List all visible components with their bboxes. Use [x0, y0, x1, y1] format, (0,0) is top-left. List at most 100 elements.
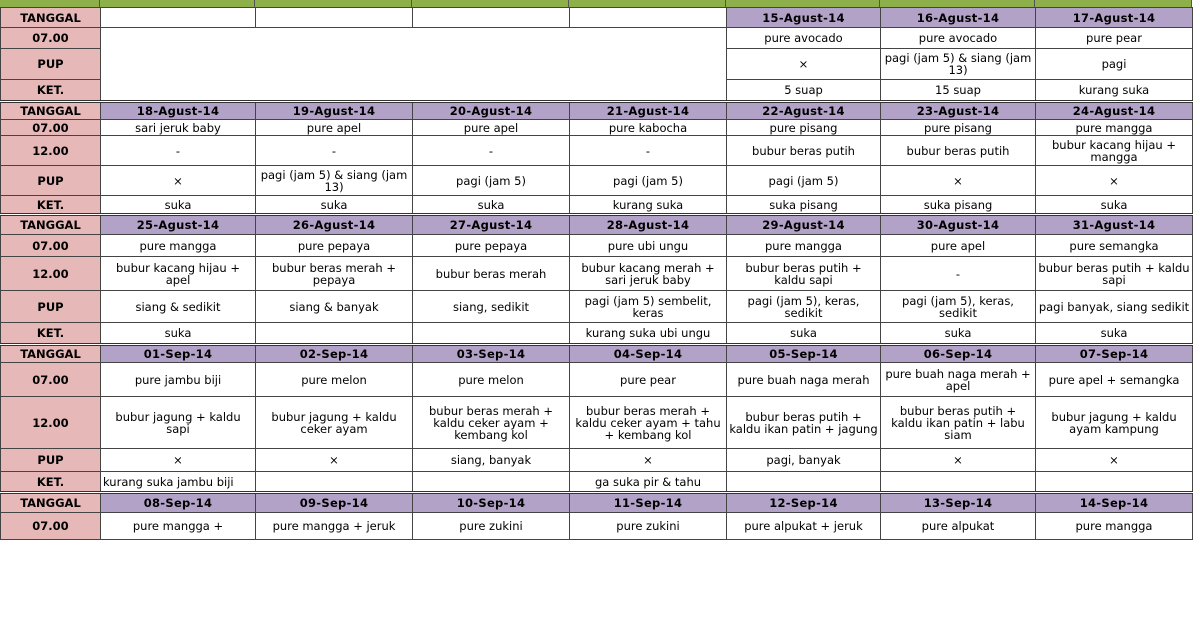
cell-t07[interactable]: pure pear	[1035, 27, 1193, 49]
date-header[interactable]: 30-Agust-14	[880, 213, 1036, 235]
cell-t07[interactable]: pure avocado	[726, 27, 881, 49]
cell-pup[interactable]: ×	[880, 448, 1036, 472]
cell-pup[interactable]: siang & banyak	[255, 290, 413, 323]
row-label-date[interactable]: TANGGAL	[0, 100, 101, 120]
cell-t07[interactable]: sari jeruk baby	[100, 119, 256, 136]
date-header[interactable]: 29-Agust-14	[726, 213, 881, 235]
cell-ket[interactable]: suka pisang	[880, 195, 1036, 215]
cell-t07[interactable]: pure pisang	[726, 119, 881, 136]
date-header[interactable]	[412, 7, 570, 28]
cell-t07[interactable]: pure zukini	[412, 512, 570, 540]
cell-pup[interactable]: pagi (jam 5), keras, sedikit	[726, 290, 881, 323]
date-header[interactable]: 01-Sep-14	[100, 343, 256, 363]
row-label-t07[interactable]: 07.00	[0, 234, 101, 257]
row-label-date[interactable]: TANGGAL	[0, 343, 101, 363]
date-header[interactable]: 11-Sep-14	[569, 491, 727, 513]
cell-t12[interactable]: bubur beras putih + kaldu ikan patin + j…	[726, 396, 881, 449]
cell-pup[interactable]: siang, banyak	[412, 448, 570, 472]
cell-t12[interactable]: bubur beras merah + kaldu ceker ayam + t…	[569, 396, 727, 449]
cell-t12[interactable]: bubur beras putih	[726, 135, 881, 166]
cell-t12[interactable]: bubur beras putih + kaldu sapi	[1035, 256, 1193, 291]
cell-t12[interactable]: bubur beras putih + kaldu ikan patin + l…	[880, 396, 1036, 449]
cell-t07[interactable]: pure mangga	[1035, 119, 1193, 136]
cell-t12[interactable]: bubur beras merah + kaldu ceker ayam + k…	[412, 396, 570, 449]
date-header[interactable]: 25-Agust-14	[100, 213, 256, 235]
cell-t07[interactable]: pure apel	[255, 119, 413, 136]
cell-pup[interactable]: ×	[726, 48, 881, 80]
cell-ket[interactable]: kurang suka ubi ungu	[569, 322, 727, 345]
row-label-t12[interactable]: 12.00	[0, 396, 101, 449]
cell-ket[interactable]: suka pisang	[726, 195, 881, 215]
cell-t07[interactable]: pure alpukat + jeruk	[726, 512, 881, 540]
cell-pup[interactable]: pagi, banyak	[726, 448, 881, 472]
cell-t12[interactable]: -	[412, 135, 570, 166]
date-header[interactable]: 31-Agust-14	[1035, 213, 1193, 235]
cell-pup[interactable]: ×	[100, 448, 256, 472]
date-header[interactable]	[569, 7, 727, 28]
date-header[interactable]: 13-Sep-14	[880, 491, 1036, 513]
cell-ket[interactable]	[1035, 471, 1193, 493]
cell-t07[interactable]: pure melon	[412, 362, 570, 397]
cell-t07[interactable]: pure mangga + jeruk	[255, 512, 413, 540]
cell-pup[interactable]: siang & sedikit	[100, 290, 256, 323]
cell-t12[interactable]: bubur jagung + kaldu sapi	[100, 396, 256, 449]
row-label-t07[interactable]: 07.00	[0, 119, 101, 136]
cell-pup[interactable]: ×	[880, 165, 1036, 196]
cell-pup[interactable]: pagi banyak, siang sedikit	[1035, 290, 1193, 323]
row-label-t07[interactable]: 07.00	[0, 362, 101, 397]
cell-ket[interactable]: suka	[1035, 195, 1193, 215]
date-header[interactable]: 18-Agust-14	[100, 100, 256, 120]
cell-t12[interactable]: bubur beras putih + kaldu sapi	[726, 256, 881, 291]
cell-t07[interactable]: pure mangga	[726, 234, 881, 257]
date-header[interactable]: 19-Agust-14	[255, 100, 413, 120]
cell-ket[interactable]: suka	[100, 195, 256, 215]
date-header[interactable]: 23-Agust-14	[880, 100, 1036, 120]
cell-t12[interactable]: bubur kacang merah + sari jeruk baby	[569, 256, 727, 291]
row-label-ket[interactable]: KET.	[0, 79, 101, 102]
cell-t07[interactable]: pure alpukat	[880, 512, 1036, 540]
date-header[interactable]: 28-Agust-14	[569, 213, 727, 235]
cell-ket[interactable]: suka	[412, 195, 570, 215]
row-label-pup[interactable]: PUP	[0, 290, 101, 323]
cell-t07[interactable]: pure pepaya	[255, 234, 413, 257]
cell-t12[interactable]: bubur beras merah	[412, 256, 570, 291]
cell-ket[interactable]: 15 suap	[880, 79, 1036, 102]
cell-t07[interactable]: pure buah naga merah + apel	[880, 362, 1036, 397]
date-header[interactable]: 27-Agust-14	[412, 213, 570, 235]
cell-t12[interactable]: bubur jagung + kaldu ceker ayam	[255, 396, 413, 449]
cell-ket[interactable]: kurang suka jambu biji	[100, 471, 256, 493]
row-label-date[interactable]: TANGGAL	[0, 213, 101, 235]
date-header[interactable]: 14-Sep-14	[1035, 491, 1193, 513]
cell-pup[interactable]: ×	[569, 448, 727, 472]
date-header[interactable]: 04-Sep-14	[569, 343, 727, 363]
cell-ket[interactable]: kurang suka	[1035, 79, 1193, 102]
date-header[interactable]: 09-Sep-14	[255, 491, 413, 513]
date-header[interactable]: 26-Agust-14	[255, 213, 413, 235]
cell-pup[interactable]: pagi	[1035, 48, 1193, 80]
date-header[interactable]: 08-Sep-14	[100, 491, 256, 513]
cell-t07[interactable]: pure buah naga merah	[726, 362, 881, 397]
date-header[interactable]: 06-Sep-14	[880, 343, 1036, 363]
cell-pup[interactable]: pagi (jam 5), keras, sedikit	[880, 290, 1036, 323]
row-label-pup[interactable]: PUP	[0, 165, 101, 196]
date-header[interactable]: 24-Agust-14	[1035, 100, 1193, 120]
cell-t07[interactable]: pure apel	[412, 119, 570, 136]
cell-t12[interactable]: -	[569, 135, 727, 166]
cell-t12[interactable]: bubur beras merah + pepaya	[255, 256, 413, 291]
cell-ket[interactable]: kurang suka	[569, 195, 727, 215]
row-label-t12[interactable]: 12.00	[0, 256, 101, 291]
cell-ket[interactable]: ga suka pir & tahu	[569, 471, 727, 493]
cell-ket[interactable]	[255, 322, 413, 345]
cell-t07[interactable]: pure melon	[255, 362, 413, 397]
cell-t07[interactable]: pure pepaya	[412, 234, 570, 257]
row-label-pup[interactable]: PUP	[0, 48, 101, 80]
cell-ket[interactable]	[726, 471, 881, 493]
cell-t07[interactable]: pure pisang	[880, 119, 1036, 136]
cell-t12[interactable]: bubur kacang hijau + apel	[100, 256, 256, 291]
cell-t07[interactable]: pure jambu biji	[100, 362, 256, 397]
row-label-date[interactable]: TANGGAL	[0, 7, 101, 28]
row-label-ket[interactable]: KET.	[0, 322, 101, 345]
date-header[interactable]: 05-Sep-14	[726, 343, 881, 363]
cell-t12[interactable]: -	[255, 135, 413, 166]
row-label-t07[interactable]: 07.00	[0, 512, 101, 540]
